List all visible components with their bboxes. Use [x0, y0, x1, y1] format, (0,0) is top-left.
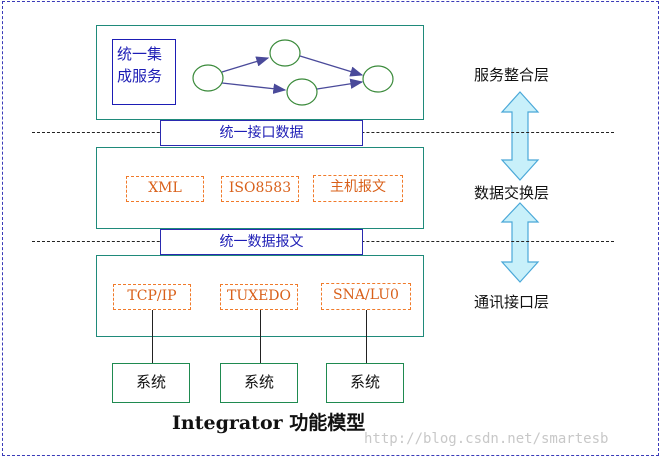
protocol-tuxedo: TUXEDO	[220, 284, 298, 310]
layer-label-data-exchange: 数据交换层	[474, 184, 550, 202]
data-exchange-layer-box	[96, 147, 424, 229]
caption-latin: Integrator	[172, 412, 283, 434]
unified-interface-data-bar: 统一接口数据	[160, 120, 363, 146]
connector-system-1	[152, 310, 153, 363]
workflow-graph	[192, 39, 394, 106]
workflow-node-bottom	[286, 78, 318, 106]
workflow-arrow-3	[299, 55, 364, 77]
protocol-host-message: 主机报文	[313, 175, 403, 202]
watermark: http://blog.csdn.net/smartesb	[364, 431, 609, 447]
protocol-sna-lu0: SNA/LU0	[321, 283, 411, 310]
connector-system-3	[366, 310, 367, 363]
unified-service-line1: 统一集	[117, 45, 163, 63]
system-box-1: 系统	[112, 363, 190, 403]
figure-caption: Integrator 功能模型	[172, 408, 365, 435]
workflow-arrow-1	[221, 56, 270, 73]
unified-service-line2: 成服务	[117, 67, 163, 85]
connector-system-2	[260, 310, 261, 363]
workflow-arrow-2	[221, 82, 287, 94]
caption-cjk: 功能模型	[289, 412, 366, 434]
protocol-tcp-ip: TCP/IP	[113, 284, 191, 310]
workflow-node-top	[269, 39, 301, 67]
unified-service-box: 统一集 成服务	[112, 39, 176, 105]
layer-arrow-upper	[500, 91, 540, 181]
workflow-arrow-4	[316, 78, 364, 90]
unified-data-message-bar: 统一数据报文	[160, 229, 363, 255]
protocol-xml: XML	[126, 176, 204, 202]
layer-label-communication: 通讯接口层	[474, 293, 550, 311]
workflow-node-end	[362, 65, 394, 93]
system-box-3: 系统	[326, 363, 404, 403]
protocol-iso8583: ISO8583	[221, 176, 299, 202]
workflow-node-start	[192, 64, 224, 92]
layer-arrow-lower	[500, 202, 540, 283]
layer-label-service-integration: 服务整合层	[474, 66, 550, 84]
system-box-2: 系统	[220, 363, 298, 403]
